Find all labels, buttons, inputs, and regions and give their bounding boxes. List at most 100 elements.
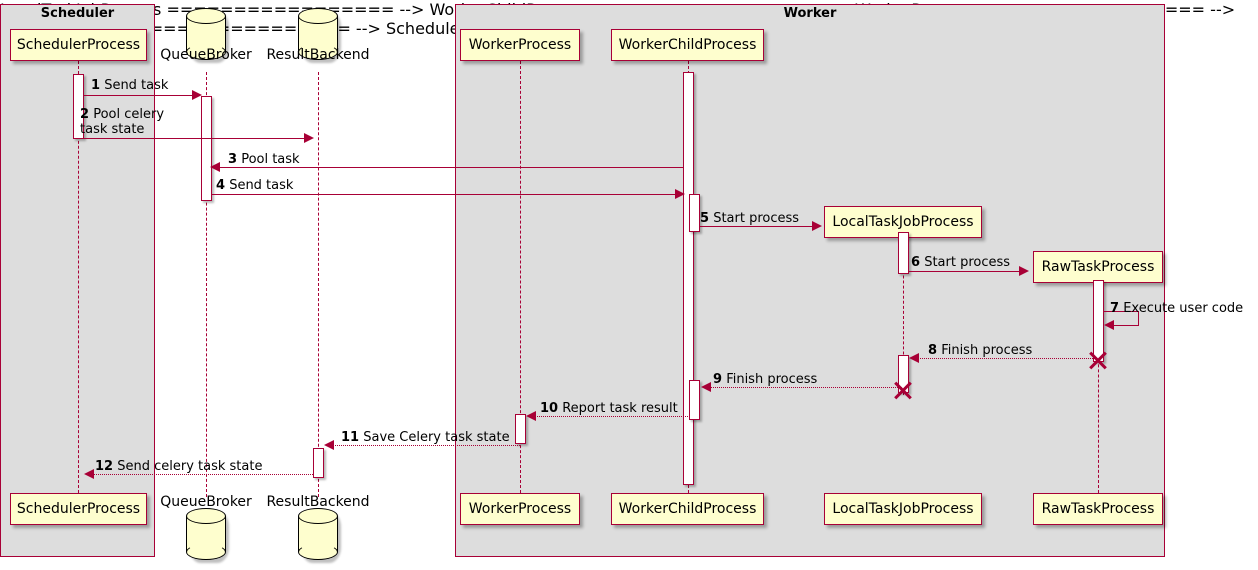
message-5-text: Start process [713,211,800,226]
message-4-text: Send task [229,178,294,193]
database-label-queuebroker-bottom: QueueBroker [160,494,252,510]
participant-top-scheduler[interactable]: SchedulerProcess [10,29,147,61]
message-11-label: 11 Save Celery task state [341,430,510,445]
db-top [298,508,338,524]
participant-bottom-rawtask[interactable]: RawTaskProcess [1033,493,1163,525]
destroy-marker-rawtask [1087,349,1109,371]
participant-label: SchedulerProcess [16,37,141,53]
message-9-arrowhead [701,382,711,392]
message-9-text: Finish process [726,372,818,387]
message-6-label: 6 Start process [911,255,1010,270]
lifeline-resultbackend [318,72,319,497]
message-1-text: Send task [104,78,169,93]
message-9-line [709,387,902,388]
db-top [298,8,338,24]
db-top [186,508,226,524]
activation-workerchild-nested-1 [689,194,700,232]
participant-label: RawTaskProcess [1041,501,1155,517]
message-5-arrowhead [812,221,822,231]
participant-bottom-scheduler[interactable]: SchedulerProcess [10,493,147,525]
participant-label: WorkerChildProcess [618,501,757,517]
message-4-number: 4 [216,178,226,193]
message-3-label: 3 Pool task [228,152,300,167]
db-top [186,8,226,24]
participant-top-workerchild[interactable]: WorkerChildProcess [611,29,764,61]
message-7-line-right [1138,311,1139,325]
message-12-label: 12 Send celery task state [95,459,262,474]
participant-bottom-localtaskjob[interactable]: LocalTaskJobProcess [824,493,982,525]
message-11-line [332,445,520,446]
message-12-line [92,474,313,475]
database-queuebroker-bottom[interactable] [186,508,226,560]
message-7-arrowhead [1104,320,1114,330]
database-label-resultbackend-bottom: ResultBackend [266,494,370,510]
participant-label: WorkerChildProcess [618,37,757,53]
message-6-arrowhead [1019,266,1029,276]
activation-workerchild-nested-2 [689,380,700,420]
message-11-arrowhead [324,440,334,450]
message-2-line [84,138,306,139]
participant-bottom-workerprocess[interactable]: WorkerProcess [460,493,580,525]
message-12-number: 12 [95,459,114,474]
activation-localtaskjob-2 [898,355,909,393]
message-3-line [218,167,683,168]
activation-workerprocess [515,414,526,444]
message-7-number: 7 [1110,301,1120,316]
participant-top-workerprocess[interactable]: WorkerProcess [460,29,580,61]
message-5-number: 5 [700,211,710,226]
message-6-line [909,271,1021,272]
message-3-text: Pool task [241,152,300,167]
message-10-arrowhead [526,411,536,421]
database-label-resultbackend-top: ResultBackend [266,47,370,63]
lifeline-localtaskjob [903,240,904,395]
message-4-arrowhead [675,189,685,199]
database-queuebroker-top[interactable] [186,8,226,60]
lifeline-workerprocess [520,61,521,493]
db-bottom [186,544,226,560]
message-1-number: 1 [91,78,101,93]
message-5-line [700,226,814,227]
message-6-text: Start process [924,255,1011,270]
message-2-number: 2 [80,107,90,122]
message-9-number: 9 [713,372,723,387]
participant-label: LocalTaskJobProcess [832,214,974,230]
participant-top-rawtask[interactable]: RawTaskProcess [1033,251,1163,283]
activation-rawtask [1093,280,1104,362]
activation-resultbackend [313,448,324,478]
message-3-number: 3 [228,152,238,167]
message-8-number: 8 [928,343,938,358]
lifeline-queuebroker [206,72,207,497]
message-4-label: 4 Send task [216,178,293,193]
db-bottom [298,544,338,560]
participant-label: RawTaskProcess [1041,259,1155,275]
message-1-arrowhead [192,90,202,100]
message-7-label: 7 Execute user code [1110,301,1243,316]
activation-queuebroker [201,96,212,201]
message-2-label: 2 Pool celery task state [80,107,170,137]
database-resultbackend-top[interactable] [298,8,338,60]
message-10-text: Report task result [562,401,678,416]
database-label-queuebroker-top: QueueBroker [160,47,252,63]
message-6-number: 6 [911,255,921,270]
group-title-worker: Worker [783,6,837,21]
participant-label: WorkerProcess [468,37,572,53]
message-7-text: Execute user code [1123,301,1244,316]
message-1-label: 1 Send task [91,78,168,93]
message-10-label: 10 Report task result [540,401,678,416]
message-7-line-top [1104,311,1138,312]
group-title-scheduler: Scheduler [40,6,115,21]
message-8-label: 8 Finish process [928,343,1032,358]
database-resultbackend-bottom[interactable] [298,508,338,560]
message-5-label: 5 Start process [700,211,799,226]
message-9-label: 9 Finish process [713,372,817,387]
db-bottom [298,44,338,60]
db-bottom [186,44,226,60]
participant-bottom-workerchild[interactable]: WorkerChildProcess [611,493,764,525]
message-3-arrowhead [210,162,220,172]
message-12-arrowhead [84,469,94,479]
activation-workerchild-main [683,72,694,485]
lifeline-rawtask [1098,284,1099,493]
activation-localtaskjob-1 [898,232,909,274]
lifeline-scheduler [78,61,79,493]
